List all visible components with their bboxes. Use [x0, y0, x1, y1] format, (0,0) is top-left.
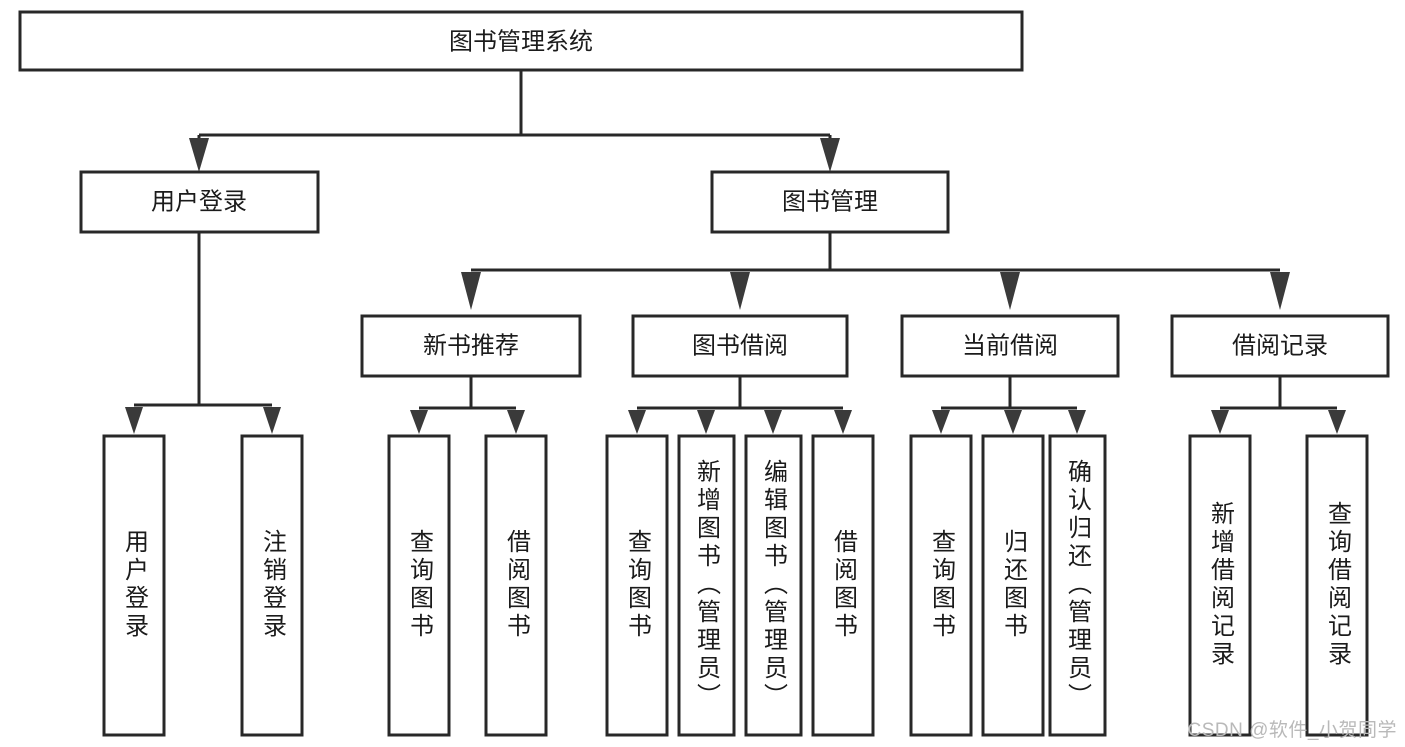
node-leaf-user-login-label: 用户登录: [121, 529, 149, 641]
arrow-head-current-borrow: [1000, 272, 1020, 310]
node-leaf-add-borrow-record-label: 新增借阅记录: [1207, 501, 1235, 669]
node-leaf-edit-book-admin-box[interactable]: [744, 434, 803, 737]
node-leaf-borrow-book-1[interactable]: 借阅图书: [484, 434, 548, 737]
node-leaf-add-borrow-record[interactable]: 新增借阅记录: [1188, 434, 1252, 737]
arrow-head-leaf-query-book-1: [410, 410, 428, 434]
arrow-head-user-login: [189, 138, 209, 172]
node-leaf-query-book-1-label: 查询图书: [406, 529, 434, 641]
csdn-watermark: CSDN @软件_小贺同学: [1187, 720, 1397, 741]
node-leaf-return-book[interactable]: 归还图书: [981, 434, 1045, 737]
node-leaf-query-borrow-record-box[interactable]: [1305, 434, 1369, 737]
node-leaf-user-logout-label: 注销登录: [259, 529, 287, 641]
node-borrow-record-box[interactable]: [1170, 314, 1390, 378]
node-leaf-borrow-book-2[interactable]: 借阅图书: [811, 434, 875, 737]
node-current-borrow[interactable]: 当前借阅: [900, 314, 1120, 378]
arrow-head-leaf-borrow-book-1: [507, 410, 525, 434]
arrow-head-leaf-query-book-2: [628, 410, 646, 434]
node-borrow-record[interactable]: 借阅记录: [1170, 314, 1390, 378]
node-book-borrow-box[interactable]: [631, 314, 849, 378]
node-leaf-query-book-2[interactable]: 查询图书: [605, 434, 669, 737]
node-leaf-query-book-1-box[interactable]: [387, 434, 451, 737]
node-current-borrow-box[interactable]: [900, 314, 1120, 378]
node-leaf-borrow-book-2-box[interactable]: [811, 434, 875, 737]
node-book-manage-box[interactable]: [710, 170, 950, 234]
node-leaf-query-book-1[interactable]: 查询图书: [387, 434, 451, 737]
node-user-login-label: 用户登录: [151, 188, 247, 215]
node-leaf-confirm-return-admin[interactable]: 确认归还（管理员）: [1048, 434, 1107, 737]
node-leaf-user-login-box[interactable]: [102, 434, 166, 737]
node-current-borrow-label: 当前借阅: [962, 332, 1058, 359]
node-leaf-return-book-label: 归还图书: [1000, 529, 1028, 641]
node-leaf-add-book-admin[interactable]: 新增图书（管理员）: [677, 434, 736, 737]
node-leaf-user-login[interactable]: 用户登录: [102, 434, 166, 737]
node-book-borrow-label: 图书借阅: [692, 332, 788, 359]
arrow-head-leaf-return-book: [1004, 410, 1022, 434]
arrow-head-leaf-edit-book-admin: [764, 410, 782, 434]
node-root[interactable]: 图书管理系统: [18, 10, 1024, 72]
node-new-book-rec[interactable]: 新书推荐: [360, 314, 582, 378]
arrow-head-leaf-borrow-book-2: [834, 410, 852, 434]
node-leaf-confirm-return-admin-label: 确认归还（管理员）: [1064, 459, 1092, 711]
node-book-manage[interactable]: 图书管理: [710, 170, 950, 234]
node-leaf-query-borrow-record[interactable]: 查询借阅记录: [1305, 434, 1369, 737]
node-book-manage-label: 图书管理: [782, 188, 878, 215]
arrow-head-borrow-record: [1270, 272, 1290, 310]
node-leaf-add-borrow-record-box[interactable]: [1188, 434, 1252, 737]
node-new-book-rec-box[interactable]: [360, 314, 582, 378]
node-leaf-return-book-box[interactable]: [981, 434, 1045, 737]
node-leaf-query-book-2-label: 查询图书: [624, 529, 652, 641]
node-leaf-query-book-3[interactable]: 查询图书: [909, 434, 973, 737]
node-leaf-borrow-book-1-box[interactable]: [484, 434, 548, 737]
node-leaf-user-logout-box[interactable]: [240, 434, 304, 737]
node-leaf-confirm-return-admin-box[interactable]: [1048, 434, 1107, 737]
arrow-head-leaf-query-book-3: [932, 410, 950, 434]
node-new-book-rec-label: 新书推荐: [423, 332, 519, 359]
node-user-login[interactable]: 用户登录: [79, 170, 320, 234]
node-leaf-user-logout[interactable]: 注销登录: [240, 434, 304, 737]
node-leaf-query-book-3-label: 查询图书: [928, 529, 956, 641]
connector-group-book-manage-to-level3: [461, 232, 1290, 310]
arrow-head-book-manage: [820, 138, 840, 172]
arrow-head-book-borrow: [730, 272, 750, 310]
arrow-head-leaf-add-borrow-record: [1211, 410, 1229, 434]
node-leaf-add-book-admin-box[interactable]: [677, 434, 736, 737]
node-leaf-edit-book-admin-label: 编辑图书（管理员）: [760, 459, 788, 711]
node-leaf-query-book-2-box[interactable]: [605, 434, 669, 737]
arrow-head-leaf-add-book-admin: [697, 410, 715, 434]
connector-group-current-borrow-to-leaves: [932, 376, 1086, 434]
node-leaf-query-borrow-record-label: 查询借阅记录: [1324, 501, 1352, 669]
node-book-borrow[interactable]: 图书借阅: [631, 314, 849, 378]
arrow-head-leaf-confirm-return-admin: [1068, 410, 1086, 434]
node-leaf-add-book-admin-label: 新增图书（管理员）: [693, 459, 721, 711]
node-leaf-edit-book-admin[interactable]: 编辑图书（管理员）: [744, 434, 803, 737]
node-root-box[interactable]: [18, 10, 1024, 72]
node-root-label: 图书管理系统: [449, 28, 593, 55]
arrow-head-leaf-user-logout: [263, 407, 281, 434]
node-user-login-box[interactable]: [79, 170, 320, 234]
connector-group-user-login-to-leaves: [125, 232, 281, 434]
connector-group-new-book-rec-to-leaves: [410, 376, 525, 434]
connector-group-borrow-record-to-leaves: [1211, 376, 1346, 434]
node-borrow-record-label: 借阅记录: [1232, 332, 1328, 359]
node-leaf-query-book-3-box[interactable]: [909, 434, 973, 737]
connector-group-book-borrow-to-leaves: [628, 376, 852, 434]
node-leaf-borrow-book-1-label: 借阅图书: [503, 529, 531, 641]
node-leaf-borrow-book-2-label: 借阅图书: [830, 529, 858, 641]
arrow-head-new-book-rec: [461, 272, 481, 310]
arrow-head-leaf-query-borrow-record: [1328, 410, 1346, 434]
connector-group-root-to-level2: [189, 70, 840, 172]
arrow-head-leaf-user-login: [125, 407, 143, 434]
